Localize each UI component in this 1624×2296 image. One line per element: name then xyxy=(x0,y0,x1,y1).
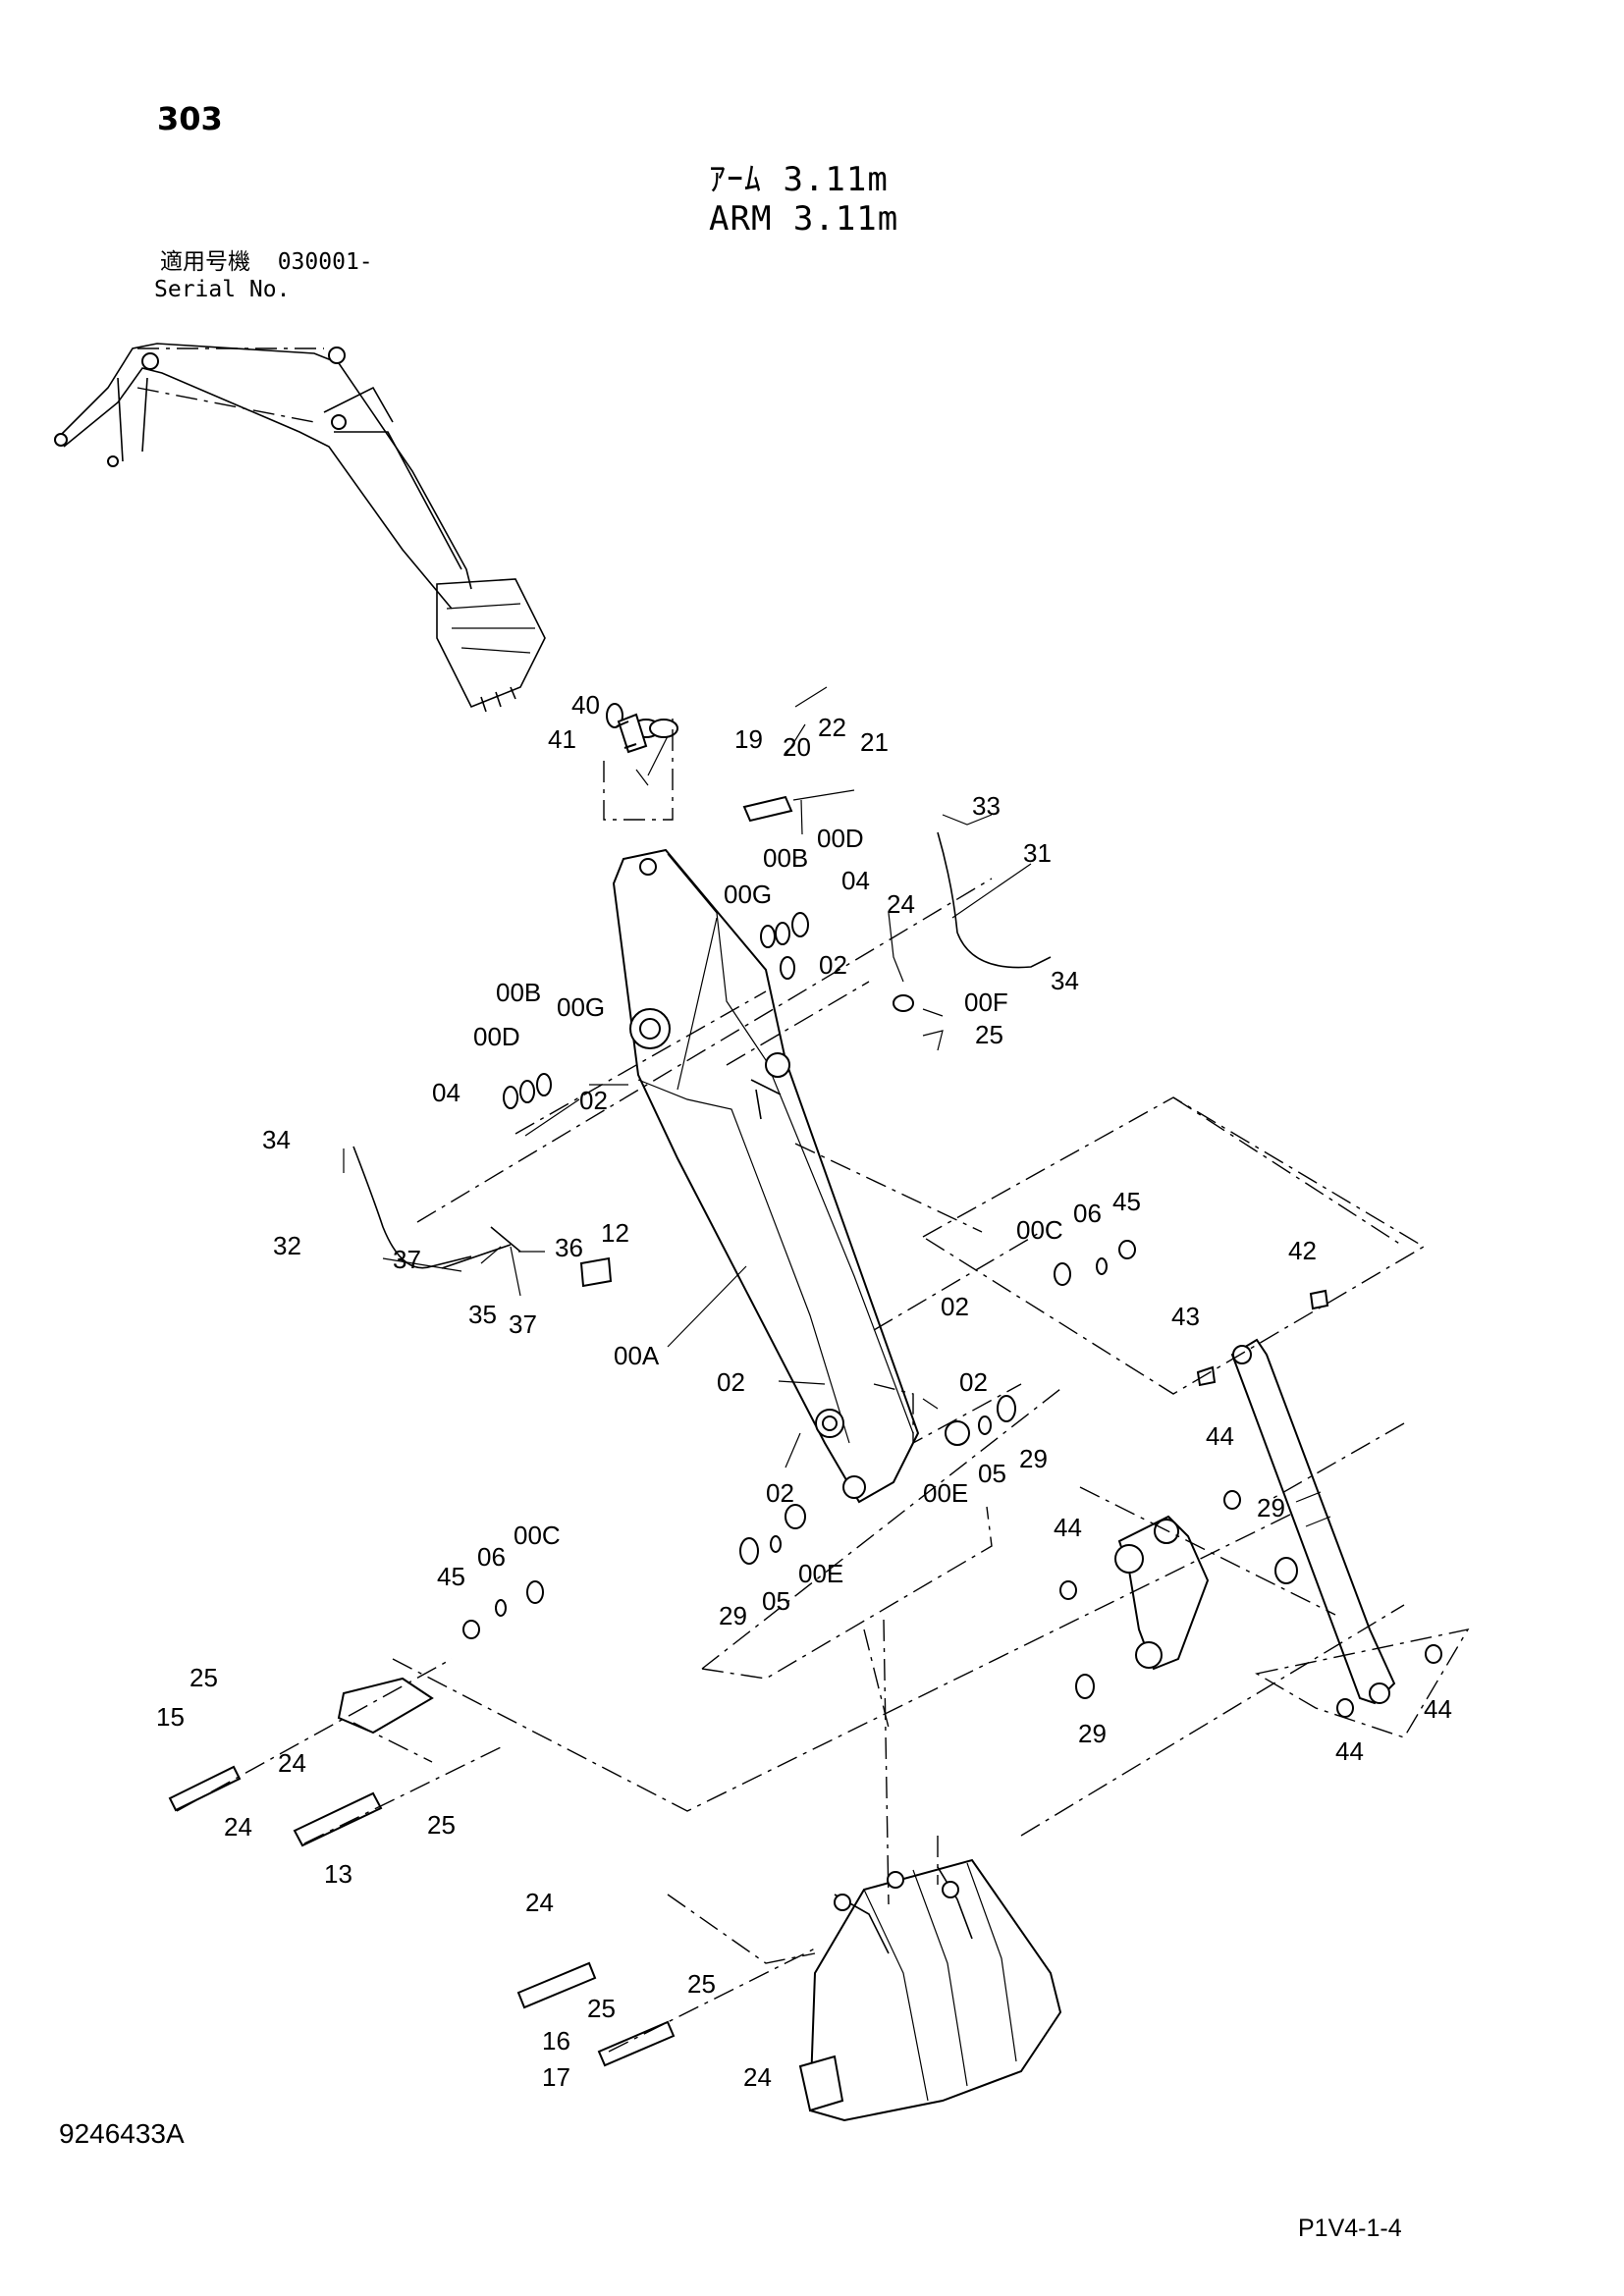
callout-label: 44 xyxy=(1206,1421,1234,1451)
callout-label: 36 xyxy=(555,1233,583,1262)
callout-label: 00B xyxy=(763,843,808,873)
callout-label: 02 xyxy=(959,1367,988,1397)
page-number: 303 xyxy=(157,100,223,137)
assembly-lines xyxy=(176,717,1470,2053)
diagram-title-english: ARM 3.11m xyxy=(709,199,899,239)
callout-label: 45 xyxy=(437,1562,465,1591)
callout-label: 00B xyxy=(496,978,541,1007)
drawing-number: 9246433A xyxy=(59,2118,185,2149)
callout-label: 00D xyxy=(817,824,864,853)
callout-label: 31 xyxy=(1023,838,1052,868)
callout-label: 42 xyxy=(1288,1236,1317,1265)
callout-label: 06 xyxy=(1073,1199,1102,1228)
callout-label: 21 xyxy=(860,727,889,757)
callout-label: 29 xyxy=(1257,1493,1285,1522)
callout-label: 25 xyxy=(189,1663,218,1692)
callout-label: 20 xyxy=(783,732,811,762)
callout-label: 33 xyxy=(972,791,1001,821)
callout-label: 04 xyxy=(432,1078,460,1107)
pins xyxy=(168,795,793,2067)
callout-label: 25 xyxy=(687,1969,716,1999)
leader-lines xyxy=(343,686,1032,1468)
callout-label: 00G xyxy=(724,880,772,909)
callout-label: 25 xyxy=(427,1810,456,1840)
callout-label: 05 xyxy=(978,1459,1006,1488)
washers-and-seals xyxy=(462,703,1442,1718)
callout-label: 24 xyxy=(278,1748,306,1778)
callout-label: 41 xyxy=(548,724,576,754)
callout-label: 13 xyxy=(324,1859,352,1889)
callout-label: 06 xyxy=(477,1542,506,1572)
callout-label: 24 xyxy=(525,1888,554,1917)
callout-label: 17 xyxy=(542,2062,570,2092)
callout-label: 02 xyxy=(766,1478,794,1508)
applicable-model-label: 適用号機 xyxy=(160,249,250,275)
bucket xyxy=(798,1858,1062,2122)
callout-label: 44 xyxy=(1424,1694,1452,1724)
callout-label: 43 xyxy=(1171,1302,1200,1331)
callout-label: 34 xyxy=(262,1125,291,1154)
callout-label: 00C xyxy=(1016,1215,1063,1245)
callout-label: 00E xyxy=(798,1559,843,1588)
callout-label: 35 xyxy=(468,1300,497,1329)
callout-label: 29 xyxy=(719,1601,747,1630)
callout-label: 00E xyxy=(923,1478,968,1508)
callout-label: 00F xyxy=(964,988,1008,1017)
arm-body-00A xyxy=(612,848,920,1504)
callout-label: 04 xyxy=(841,866,870,895)
callout-label: 44 xyxy=(1335,1736,1364,1766)
callout-label: 24 xyxy=(224,1812,252,1842)
serial-number-block: 適用号機 030001- Serial No. xyxy=(154,248,373,303)
callout-label: 25 xyxy=(975,1020,1003,1049)
callout-label: 00A xyxy=(614,1341,660,1370)
serial-range: 030001- xyxy=(277,249,373,275)
callout-label: 00G xyxy=(557,992,605,1022)
callout-label: 25 xyxy=(587,1994,616,2023)
serial-number-label: Serial No. xyxy=(154,277,291,302)
callout-label: 02 xyxy=(819,950,847,980)
callout-label: 44 xyxy=(1054,1513,1082,1542)
callout-label: 15 xyxy=(156,1702,185,1732)
callout-label: 37 xyxy=(393,1245,421,1274)
diagram-title-japanese: ｱｰﾑ 3.11m xyxy=(709,160,889,199)
callout-label: 02 xyxy=(717,1367,745,1397)
callout-label: 32 xyxy=(273,1231,301,1260)
callout-labels: 40 41 19 20 22 21 33 31 34 00B 00D 00G 0… xyxy=(156,690,1452,2092)
callout-label: 34 xyxy=(1051,966,1079,995)
front-attachment-overview xyxy=(54,343,546,713)
page-reference: P1V4-1-4 xyxy=(1298,2215,1402,2242)
bucket-link-assembly xyxy=(1114,1338,1396,1705)
callout-label: 12 xyxy=(601,1218,629,1248)
callout-label: 24 xyxy=(887,889,915,919)
callout-label: 00C xyxy=(514,1521,561,1550)
grease-hoses xyxy=(352,831,1052,1269)
callout-label: 24 xyxy=(743,2062,772,2092)
callout-label: 19 xyxy=(734,724,763,754)
callout-label: 45 xyxy=(1112,1187,1141,1216)
callout-label: 37 xyxy=(509,1309,537,1339)
callout-label: 40 xyxy=(571,690,600,720)
callout-label: 22 xyxy=(818,713,846,742)
callout-label: 02 xyxy=(579,1086,608,1115)
callout-label: 02 xyxy=(941,1292,969,1321)
callout-label: 00D xyxy=(473,1022,520,1051)
callout-label: 05 xyxy=(762,1586,790,1616)
callout-label: 16 xyxy=(542,2026,570,2056)
callout-label: 29 xyxy=(1078,1719,1107,1748)
callout-label: 29 xyxy=(1019,1444,1048,1473)
